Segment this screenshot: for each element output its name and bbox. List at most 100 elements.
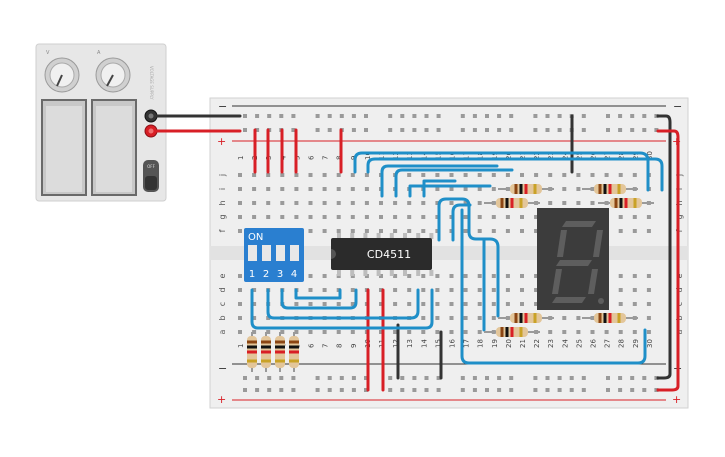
- breadboard-hole[interactable]: [534, 215, 539, 219]
- breadboard-hole[interactable]: [279, 388, 284, 392]
- breadboard-hole[interactable]: [520, 302, 524, 306]
- breadboard-hole[interactable]: [412, 114, 417, 118]
- breadboard-hole[interactable]: [266, 173, 271, 177]
- breadboard-hole[interactable]: [252, 288, 257, 292]
- breadboard-hole[interactable]: [562, 316, 567, 320]
- breadboard-hole[interactable]: [294, 215, 299, 219]
- current-knob[interactable]: [95, 57, 131, 93]
- breadboard-hole[interactable]: [238, 229, 242, 233]
- breadboard-hole[interactable]: [477, 173, 482, 177]
- breadboard-hole[interactable]: [581, 128, 586, 132]
- breadboard-hole[interactable]: [327, 114, 332, 118]
- breadboard-hole[interactable]: [252, 316, 257, 320]
- breadboard-hole[interactable]: [463, 274, 468, 278]
- breadboard-hole[interactable]: [364, 229, 369, 233]
- breadboard-hole[interactable]: [308, 187, 313, 191]
- breadboard-hole[interactable]: [581, 376, 586, 380]
- breadboard-hole[interactable]: [545, 114, 550, 118]
- breadboard-hole[interactable]: [388, 376, 393, 380]
- breadboard-hole[interactable]: [339, 114, 344, 118]
- breadboard-hole[interactable]: [412, 376, 417, 380]
- breadboard-hole[interactable]: [280, 201, 285, 205]
- breadboard-hole[interactable]: [364, 128, 368, 132]
- breadboard-hole[interactable]: [604, 173, 609, 177]
- wires[interactable]: [250, 114, 680, 392]
- breadboard-hole[interactable]: [545, 376, 550, 380]
- breadboard-hole[interactable]: [435, 302, 440, 306]
- breadboard-hole[interactable]: [562, 173, 567, 177]
- breadboard-hole[interactable]: [505, 215, 510, 219]
- breadboard-hole[interactable]: [252, 330, 257, 334]
- breadboard-hole[interactable]: [562, 330, 567, 334]
- breadboard-hole[interactable]: [308, 229, 313, 233]
- breadboard-hole[interactable]: [449, 302, 454, 306]
- breadboard-hole[interactable]: [339, 376, 344, 380]
- breadboard-hole[interactable]: [463, 215, 468, 219]
- breadboard-hole[interactable]: [308, 274, 313, 278]
- dip-switch[interactable]: ON 1 2 3 4: [244, 228, 304, 282]
- breadboard-hole[interactable]: [327, 388, 332, 392]
- breadboard-hole[interactable]: [421, 173, 426, 177]
- breadboard-hole[interactable]: [606, 128, 610, 132]
- breadboard-hole[interactable]: [618, 274, 623, 278]
- breadboard-hole[interactable]: [291, 388, 296, 392]
- breadboard-hole[interactable]: [315, 376, 320, 380]
- breadboard-hole[interactable]: [421, 274, 426, 278]
- breadboard-hole[interactable]: [646, 274, 651, 278]
- breadboard-hole[interactable]: [421, 288, 426, 292]
- dip-toggle-2[interactable]: [262, 245, 271, 261]
- breadboard-hole[interactable]: [436, 114, 441, 118]
- breadboard-hole[interactable]: [280, 215, 285, 219]
- breadboard-hole[interactable]: [412, 388, 417, 392]
- breadboard-hole[interactable]: [350, 330, 355, 334]
- breadboard-hole[interactable]: [421, 302, 426, 306]
- breadboard-hole[interactable]: [642, 388, 647, 392]
- breadboard-hole[interactable]: [294, 187, 299, 191]
- breadboard-hole[interactable]: [255, 128, 260, 132]
- breadboard-hole[interactable]: [449, 201, 454, 205]
- breadboard-hole[interactable]: [520, 215, 524, 219]
- breadboard-hole[interactable]: [336, 173, 341, 177]
- resistor[interactable]: [598, 198, 654, 208]
- breadboard-hole[interactable]: [291, 376, 296, 380]
- breadboard-hole[interactable]: [562, 187, 567, 191]
- dip-toggle-4[interactable]: [290, 245, 299, 261]
- breadboard-hole[interactable]: [618, 376, 623, 380]
- breadboard-hole[interactable]: [576, 201, 581, 205]
- breadboard-hole[interactable]: [393, 215, 398, 219]
- resistor[interactable]: [289, 332, 299, 372]
- breadboard-hole[interactable]: [606, 114, 610, 118]
- breadboard-hole[interactable]: [497, 114, 502, 118]
- breadboard-hole[interactable]: [520, 173, 524, 177]
- resistor[interactable]: [582, 184, 638, 194]
- breadboard-hole[interactable]: [424, 114, 429, 118]
- breadboard-hole[interactable]: [308, 201, 313, 205]
- breadboard-hole[interactable]: [400, 376, 405, 380]
- breadboard-hole[interactable]: [364, 173, 369, 177]
- breadboard-hole[interactable]: [485, 376, 489, 380]
- breadboard-hole[interactable]: [435, 215, 440, 219]
- power-supply[interactable]: V A VOLTAGE SUPPLY OFF: [35, 43, 167, 202]
- breadboard-hole[interactable]: [463, 288, 468, 292]
- breadboard-hole[interactable]: [497, 128, 502, 132]
- breadboard-hole[interactable]: [322, 215, 327, 219]
- breadboard-hole[interactable]: [520, 229, 524, 233]
- breadboard-hole[interactable]: [315, 128, 320, 132]
- breadboard-hole[interactable]: [477, 201, 482, 205]
- breadboard-hole[interactable]: [630, 114, 635, 118]
- breadboard-hole[interactable]: [646, 288, 651, 292]
- breadboard-hole[interactable]: [646, 330, 651, 334]
- breadboard-hole[interactable]: [435, 229, 440, 233]
- breadboard-hole[interactable]: [505, 288, 510, 292]
- breadboard-hole[interactable]: [407, 229, 412, 233]
- breadboard-hole[interactable]: [435, 201, 440, 205]
- breadboard-hole[interactable]: [491, 316, 496, 320]
- breadboard-hole[interactable]: [505, 302, 510, 306]
- breadboard-hole[interactable]: [534, 288, 539, 292]
- breadboard-hole[interactable]: [336, 215, 341, 219]
- breadboard-hole[interactable]: [491, 302, 496, 306]
- breadboard-hole[interactable]: [255, 114, 260, 118]
- breadboard-hole[interactable]: [472, 376, 477, 380]
- breadboard-hole[interactable]: [491, 274, 496, 278]
- breadboard-hole[interactable]: [308, 302, 313, 306]
